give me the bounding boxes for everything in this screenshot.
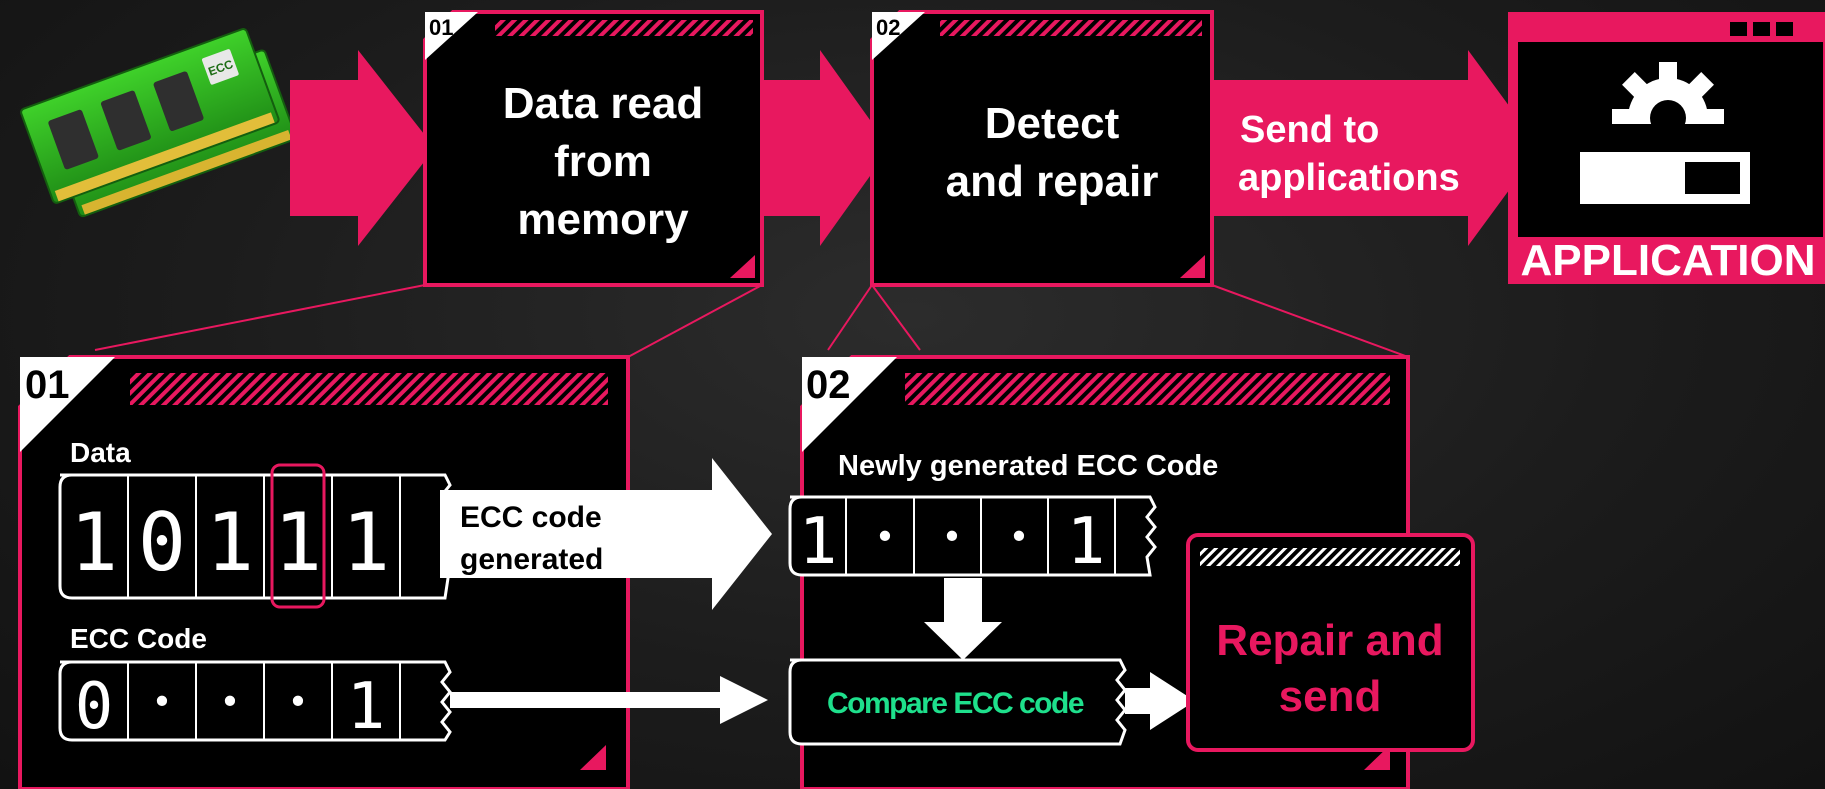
highlighted-bit-frame	[270, 463, 326, 609]
panel-02: 02 Newly generated ECC Code 1 • • • 1 Compar…	[788, 355, 1475, 789]
ecc-bit: 0	[75, 670, 114, 744]
compare-ecc-label: Compare ECC code	[827, 687, 1084, 720]
ecc-bit: •	[151, 682, 172, 723]
ecc-code-title: ECC Code	[70, 623, 207, 654]
data-bit: 1	[206, 496, 254, 589]
ecc-code-generated-label: ECC code	[460, 501, 602, 534]
ram-module-icon: ECC	[20, 28, 297, 218]
data-bit: 1	[274, 496, 322, 589]
step-02-box: 02 Detect and repair	[870, 10, 1214, 287]
application-label: APPLICATION	[1521, 236, 1816, 285]
application-window: APPLICATION	[1508, 12, 1825, 285]
newly-generated-ecc-title: Newly generated ECC Code	[838, 450, 1218, 482]
progress-bar-icon	[1580, 152, 1750, 204]
step-01-box: 01 Data read from memory	[423, 10, 764, 287]
panel-02-number: 02	[806, 363, 851, 407]
data-bit: 0	[138, 496, 186, 589]
new-ecc-bits-strip: 1 • • • 1	[788, 495, 1157, 579]
step-01-label: memory	[517, 195, 689, 244]
compare-ecc-box: Compare ECC code	[788, 658, 1127, 746]
arrow-compare-to-repair	[1125, 672, 1195, 730]
ecc-bit: •	[287, 682, 308, 723]
repair-and-send-box: Repair and send	[1186, 533, 1475, 752]
ecc-bit: 1	[347, 670, 386, 744]
new-ecc-bit: 1	[1067, 505, 1106, 579]
data-bit: 1	[342, 496, 390, 589]
new-ecc-bit: •	[941, 517, 962, 558]
send-to-applications-label: applications	[1238, 157, 1460, 199]
arrow-read-to-detect	[762, 50, 890, 246]
data-bit: 1	[70, 496, 118, 589]
panel-01-number: 01	[25, 363, 70, 407]
arrow-down-to-compare	[924, 578, 1002, 660]
repair-and-send-label: send	[1279, 672, 1382, 721]
arrow-module-to-read	[290, 50, 435, 246]
data-title: Data	[70, 437, 131, 468]
step-02-number: 02	[876, 15, 900, 40]
step-01-label: Data read	[503, 79, 704, 128]
step-02-label: Detect	[985, 99, 1120, 148]
step-01-label: from	[554, 137, 652, 186]
repair-and-send-label: Repair and	[1216, 616, 1443, 665]
new-ecc-bit: 1	[799, 505, 838, 579]
ecc-bits-strip: 0 • • • 1	[58, 660, 452, 744]
arrow-send-to-applications: Send to applications	[1212, 50, 1540, 246]
step-02-label: and repair	[946, 157, 1159, 206]
ecc-code-generated-label: generated	[460, 543, 603, 576]
step-01-number: 01	[429, 15, 453, 40]
send-to-applications-label: Send to	[1240, 109, 1379, 151]
arrow-ecc-to-compare	[450, 676, 768, 724]
new-ecc-bit: •	[874, 517, 895, 558]
new-ecc-bit: •	[1008, 517, 1029, 558]
arrow-ecc-code-generated: ECC code generated	[440, 458, 772, 610]
ecc-bit: •	[219, 682, 240, 723]
